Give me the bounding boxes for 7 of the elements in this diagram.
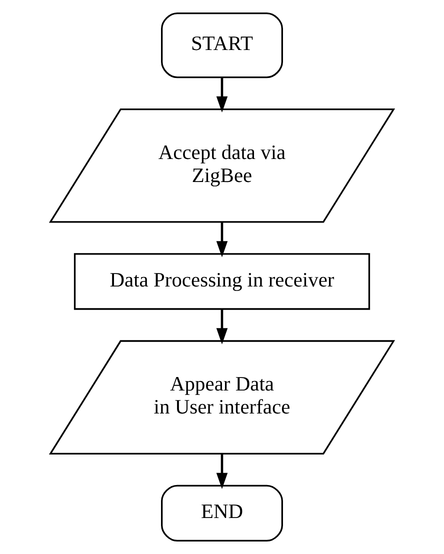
arrow — [216, 222, 228, 258]
arrow — [216, 78, 228, 112]
node-box: START — [161, 12, 283, 78]
node-box: END — [161, 484, 283, 542]
arrow — [216, 309, 228, 344]
arrow — [216, 454, 228, 489]
node-box: Data Processing in receiver — [74, 253, 370, 310]
